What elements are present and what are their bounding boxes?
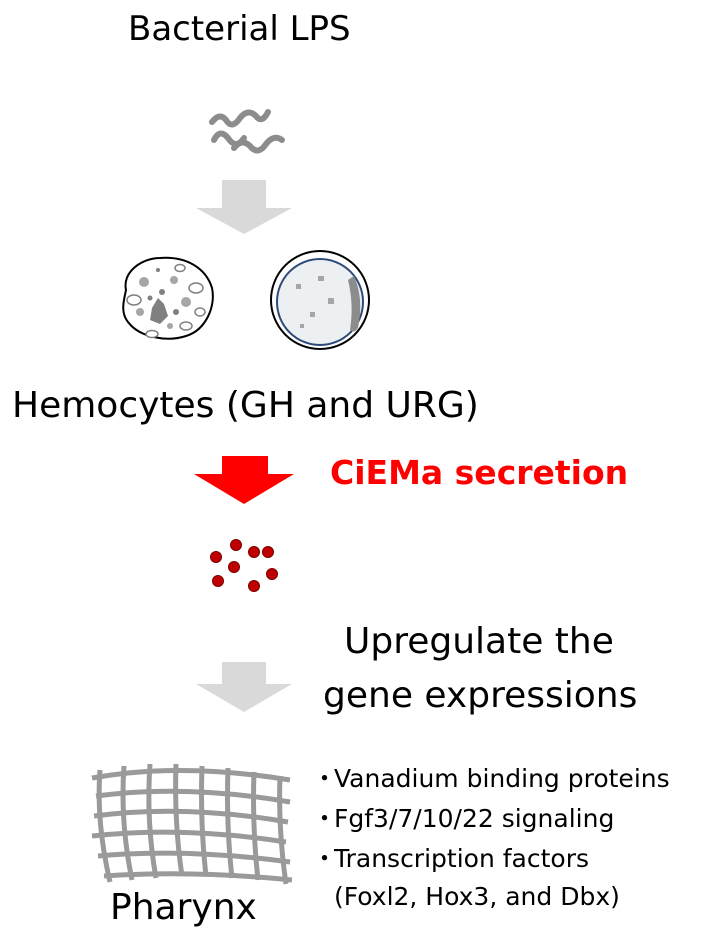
gene-item-label: Vanadium binding proteins bbox=[334, 764, 670, 793]
hemocytes-label: Hemocytes (GH and URG) bbox=[12, 385, 479, 426]
ciema-secretion-label: CiEMa secretion bbox=[330, 453, 629, 492]
upregulate-label-line2: gene expressions bbox=[323, 675, 638, 716]
gene-item-label: Transcription factors bbox=[334, 844, 590, 873]
gene-list-item: ・Fgf3/7/10/22 signaling bbox=[312, 806, 614, 831]
lps-title: Bacterial LPS bbox=[128, 9, 351, 49]
upregulate-label-line1: Upregulate the bbox=[344, 621, 614, 662]
bullet-icon: ・ bbox=[312, 804, 338, 833]
gene-list-item: ・Vanadium binding proteins bbox=[312, 766, 670, 791]
arrow-down-red-icon bbox=[194, 456, 294, 504]
pharynx-label: Pharynx bbox=[110, 887, 257, 928]
transcription-factors-list: (Foxl2, Hox3, and Dbx) bbox=[334, 882, 620, 911]
arrow-down-icon-2 bbox=[196, 662, 292, 712]
ciema-particles-icon bbox=[210, 539, 278, 592]
gene-item-label: Fgf3/7/10/22 signaling bbox=[334, 804, 615, 833]
pharynx-mesh-icon bbox=[91, 763, 293, 885]
hemocyte-urg-icon bbox=[270, 250, 370, 350]
bullet-icon: ・ bbox=[312, 764, 338, 793]
arrow-down-icon-1 bbox=[196, 180, 292, 234]
lps-molecules-icon bbox=[209, 109, 285, 154]
hemocyte-gh-icon bbox=[122, 256, 214, 340]
gene-list-item: ・Transcription factors bbox=[312, 846, 589, 871]
bullet-icon: ・ bbox=[312, 844, 338, 873]
